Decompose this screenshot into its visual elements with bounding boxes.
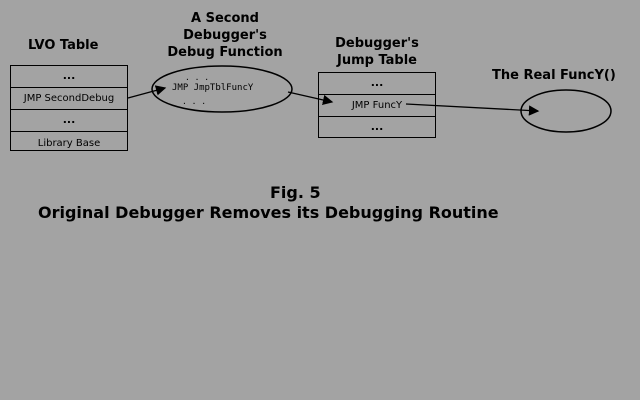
- lvo-table-row: ...: [11, 110, 127, 132]
- arrow-second-debug-to-jump-table: [287, 91, 334, 106]
- debugger-jump-table: ... JMP FuncY ...: [318, 72, 436, 138]
- jump-table-heading: Debugger's Jump Table: [318, 35, 436, 69]
- second-debugger-heading-line3: Debug Function: [167, 45, 283, 60]
- lvo-table-row: Library Base: [37, 137, 101, 149]
- second-debugger-heading-line2: Debugger's: [183, 28, 267, 43]
- arrow-lvo-to-second-debug: [127, 85, 167, 99]
- jump-table-heading-line1: Debugger's: [335, 36, 419, 51]
- real-func-heading: The Real FuncY(): [492, 68, 616, 83]
- lvo-table: ... JMP SecondDebug ... Library Base: [10, 65, 128, 151]
- jump-table-row: JMP FuncY: [319, 95, 435, 117]
- jump-table-row: ...: [370, 120, 384, 133]
- ellipse-dots-bottom: . . .: [182, 97, 206, 106]
- lvo-table-heading: LVO Table: [28, 38, 99, 53]
- arrow-jump-table-to-real-func: [405, 103, 540, 116]
- figure-caption: Original Debugger Removes its Debugging …: [38, 203, 499, 222]
- jump-table-heading-line2: Jump Table: [336, 53, 417, 68]
- second-debugger-heading-line1: A Second: [191, 11, 259, 26]
- second-debug-function-ellipse: [151, 65, 293, 113]
- second-debugger-heading: A Second Debugger's Debug Function: [160, 10, 290, 61]
- lvo-table-row: ...: [11, 66, 127, 88]
- figure-number: Fig. 5: [270, 183, 321, 202]
- lvo-table-row: JMP SecondDebug: [11, 88, 127, 110]
- real-funcy-ellipse: [520, 89, 612, 133]
- ellipse-dots-top: . . .: [185, 73, 209, 82]
- second-debug-instruction: JMP JmpTblFuncY: [172, 83, 254, 93]
- jump-table-row: ...: [319, 73, 435, 95]
